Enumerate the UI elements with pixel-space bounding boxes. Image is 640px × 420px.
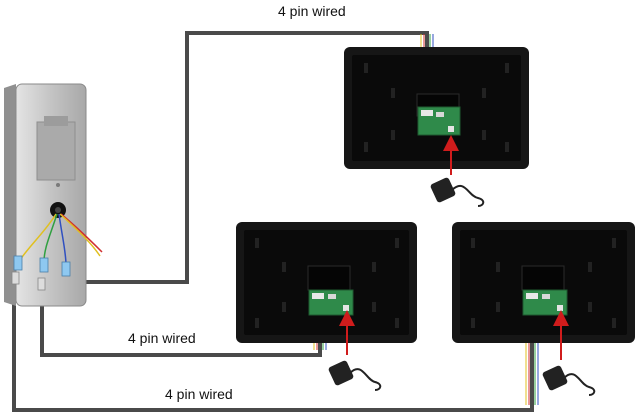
cable-bottom [12,290,534,412]
monitor-bottom-left [236,222,417,343]
pcb-bottom-right [522,289,568,316]
power-adapter-icon [430,177,485,207]
monitor-bottom-right [452,222,635,343]
power-adapter-icon [328,360,382,391]
panel-connectors [11,255,71,291]
wire-label-middle: 4 pin wired [128,330,196,346]
panel-bracket [36,121,76,181]
power-adapter-icon [542,365,596,396]
doorbell-camera-panel [4,83,87,307]
pcb-top [417,106,461,136]
pcb-bottom-left [308,289,354,316]
wire-label-bottom: 4 pin wired [165,386,233,402]
wire-label-top: 4 pin wired [278,3,346,19]
